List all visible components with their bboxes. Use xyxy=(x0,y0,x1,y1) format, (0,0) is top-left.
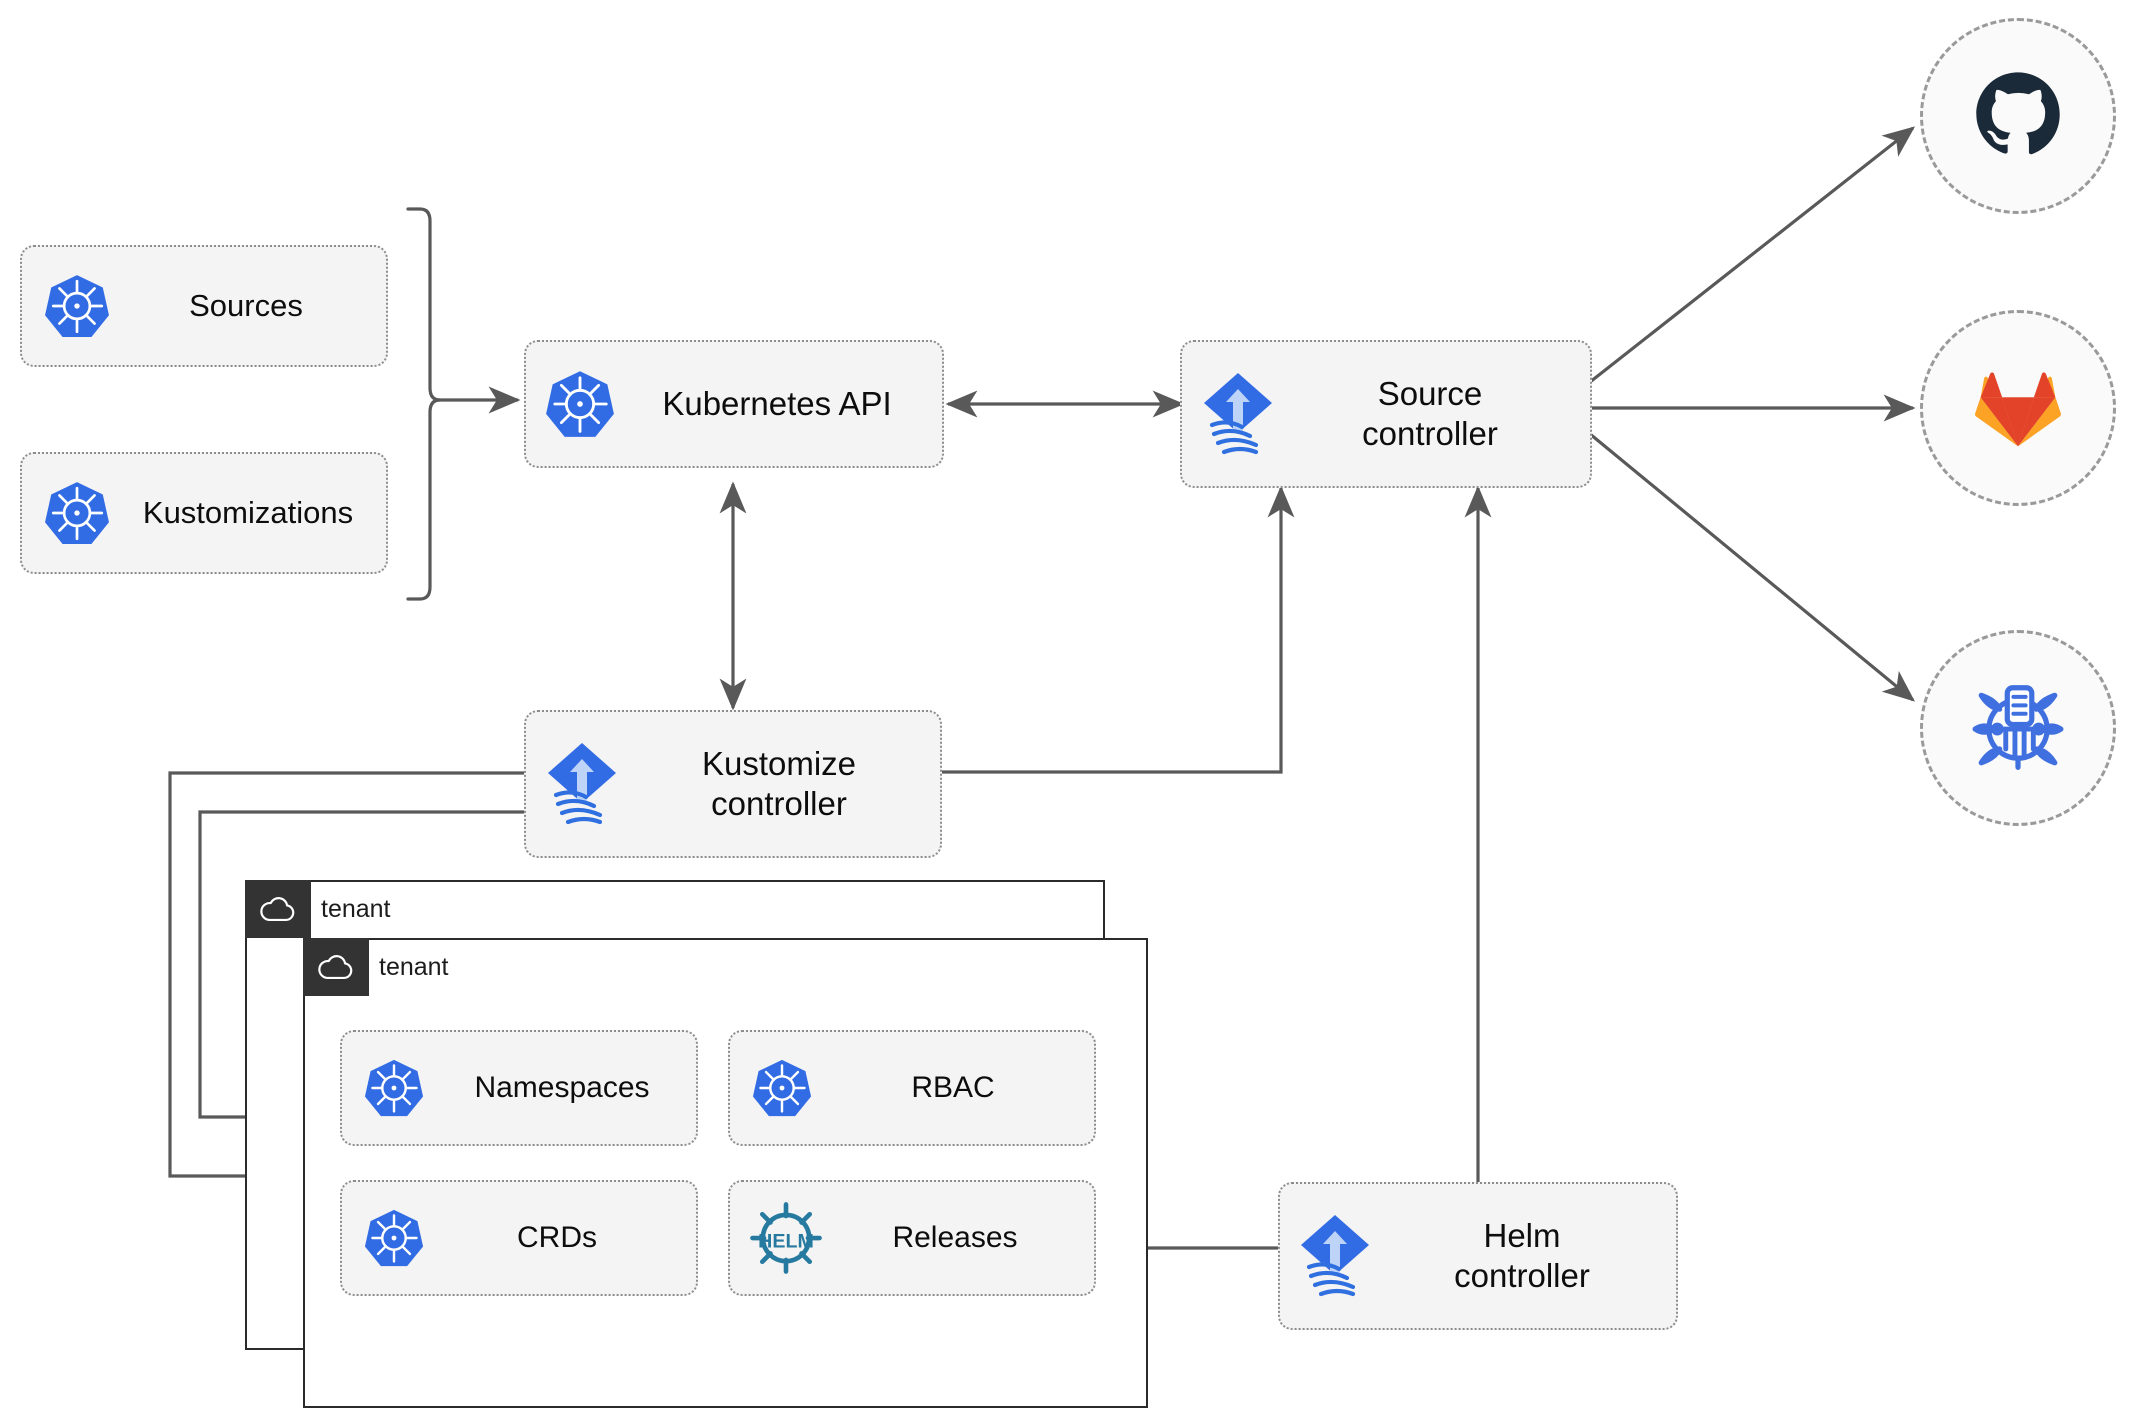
cloud-icon xyxy=(244,879,311,938)
node-helm-controller[interactable]: Helm controller xyxy=(1278,1182,1678,1330)
tenant-container-inner[interactable]: tenant xyxy=(302,937,1148,1408)
node-rbac[interactable]: RBAC xyxy=(728,1030,1096,1146)
harbor-icon xyxy=(1969,677,2067,780)
node-sources-label: Sources xyxy=(189,288,303,324)
edge-kustomizecontroller-sourcecontroller xyxy=(940,485,1295,774)
node-kustomize-controller[interactable]: Kustomize controller xyxy=(524,710,942,858)
edge-sourcecontroller-harbor xyxy=(1588,432,1915,702)
flux-icon xyxy=(1182,371,1294,457)
node-source-controller[interactable]: Source controller xyxy=(1180,340,1592,488)
kubernetes-icon xyxy=(342,1208,446,1268)
edge-resources-bracket xyxy=(406,207,521,601)
flux-icon xyxy=(1280,1213,1390,1299)
github-icon xyxy=(1972,68,2064,165)
node-crds[interactable]: CRDs xyxy=(340,1180,698,1296)
provider-gitlab[interactable] xyxy=(1920,310,2116,506)
kubernetes-icon xyxy=(526,369,634,439)
gitlab-icon xyxy=(1972,360,2064,457)
tenant-outer-label: tenant xyxy=(321,894,391,923)
node-rbac-label: RBAC xyxy=(911,1070,995,1104)
kubernetes-icon xyxy=(22,480,132,546)
node-kustomizations[interactable]: Kustomizations xyxy=(20,452,388,574)
flux-icon xyxy=(526,741,638,827)
node-source-controller-label: Source controller xyxy=(1294,374,1590,455)
node-crds-label: CRDs xyxy=(517,1220,597,1254)
kubernetes-icon xyxy=(730,1058,834,1118)
svg-text:HELM: HELM xyxy=(758,1230,814,1252)
label-line-2: controller xyxy=(1454,1257,1590,1294)
edge-sourcecontroller-github xyxy=(1589,126,1916,384)
helm-icon: HELM xyxy=(730,1201,842,1275)
label-line-1: Helm xyxy=(1483,1216,1561,1254)
label-line-1: Source xyxy=(1377,374,1483,412)
node-sources[interactable]: Sources xyxy=(20,245,388,367)
kubernetes-icon xyxy=(22,273,132,339)
provider-github[interactable] xyxy=(1920,18,2116,214)
label-line-2: controller xyxy=(711,785,847,822)
node-namespaces-label: Namespaces xyxy=(474,1070,650,1104)
label-line-1: Kustomize xyxy=(701,744,857,782)
cloud-icon xyxy=(302,937,369,996)
tenant-inner-label: tenant xyxy=(379,952,449,981)
node-kustomize-controller-label: Kustomize controller xyxy=(638,744,940,825)
node-kubernetes-api[interactable]: Kubernetes API xyxy=(524,340,944,468)
node-releases-label: Releases xyxy=(892,1220,1018,1254)
node-kubernetes-api-label: Kubernetes API xyxy=(662,384,892,422)
node-releases[interactable]: HELM Releases xyxy=(728,1180,1096,1296)
node-helm-controller-label: Helm controller xyxy=(1390,1216,1676,1297)
node-namespaces[interactable]: Namespaces xyxy=(340,1030,698,1146)
kubernetes-icon xyxy=(342,1058,446,1118)
label-line-2: controller xyxy=(1362,415,1498,452)
provider-harbor[interactable] xyxy=(1920,630,2116,826)
node-kustomizations-label: Kustomizations xyxy=(142,495,354,531)
